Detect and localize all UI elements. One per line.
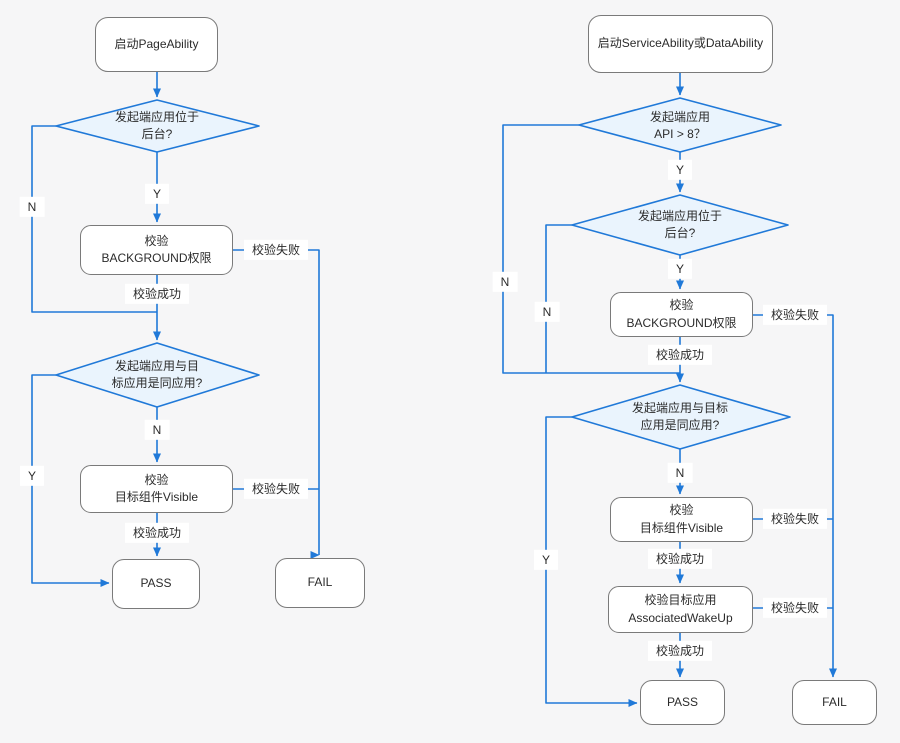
- edge-label-failure: 校验失败: [243, 239, 309, 261]
- node-left-pass: PASS: [112, 559, 200, 609]
- edge-label-success: 校验成功: [647, 640, 713, 662]
- node-start-serviceability: 启动ServiceAbility或DataAbility: [588, 15, 773, 73]
- edge-label-success: 校验成功: [124, 283, 190, 305]
- edge-right-d1-no: [502, 124, 680, 374]
- edge-label-no: N: [19, 196, 45, 218]
- edge-left-fail1: [233, 249, 323, 556]
- edge-label-success: 校验成功: [647, 548, 713, 570]
- edge-label-success: 校验成功: [647, 344, 713, 366]
- edge-label-no: N: [144, 419, 170, 441]
- edge-label-failure: 校验失败: [762, 304, 828, 326]
- decision-right-api-label: 发起端应用 API > 8？: [649, 109, 710, 141]
- decision-right-same-app: [571, 384, 791, 450]
- edge-label-yes: Y: [19, 465, 45, 487]
- edge-label-failure: 校验失败: [243, 478, 309, 500]
- decision-right-same-app-label: 发起端应用与目标 应用是同应用?: [631, 400, 728, 432]
- edge-label-yes: Y: [533, 549, 559, 571]
- node-left-fail: FAIL: [275, 558, 365, 608]
- edge-label-failure: 校验失败: [762, 508, 828, 530]
- node-start-pageability: 启动PageAbility: [95, 17, 218, 72]
- decision-right-api: [578, 97, 782, 153]
- edge-label-yes: Y: [144, 183, 170, 205]
- decision-left-background-state: [55, 99, 260, 153]
- edge-label-failure: 校验失败: [762, 597, 828, 619]
- edge-left-d1-no: [31, 125, 157, 313]
- edge-label-no: N: [667, 462, 693, 484]
- edge-right-d2-no: [545, 224, 572, 373]
- decision-right-background-state: [571, 194, 789, 256]
- decision-right-background-state-label: 发起端应用位于 后台?: [637, 208, 722, 240]
- edge-label-yes: Y: [667, 258, 693, 280]
- node-left-check-background-permission: 校验 BACKGROUND权限: [80, 225, 233, 275]
- node-left-check-target-visible: 校验 目标组件Visible: [80, 465, 233, 513]
- edge-label-success: 校验成功: [124, 522, 190, 544]
- node-right-check-associated-wakeup: 校验目标应用 AssociatedWakeUp: [608, 586, 753, 633]
- edge-label-no: N: [534, 301, 560, 323]
- edge-label-no: N: [492, 271, 518, 293]
- edge-right-fail1: [753, 314, 837, 678]
- decision-left-background-state-label: 发起端应用位于 后台?: [114, 109, 199, 141]
- node-right-fail: FAIL: [792, 680, 877, 725]
- node-right-check-target-visible: 校验 目标组件Visible: [610, 497, 753, 542]
- decision-left-same-app-label: 发起端应用与目 标应用是同应用?: [111, 358, 203, 390]
- edge-right-d3-yes-to-pass: [545, 416, 638, 707]
- edge-label-yes: Y: [667, 159, 693, 181]
- decision-left-same-app: [55, 342, 260, 408]
- node-right-check-background-permission: 校验 BACKGROUND权限: [610, 292, 753, 337]
- node-right-pass: PASS: [640, 680, 725, 725]
